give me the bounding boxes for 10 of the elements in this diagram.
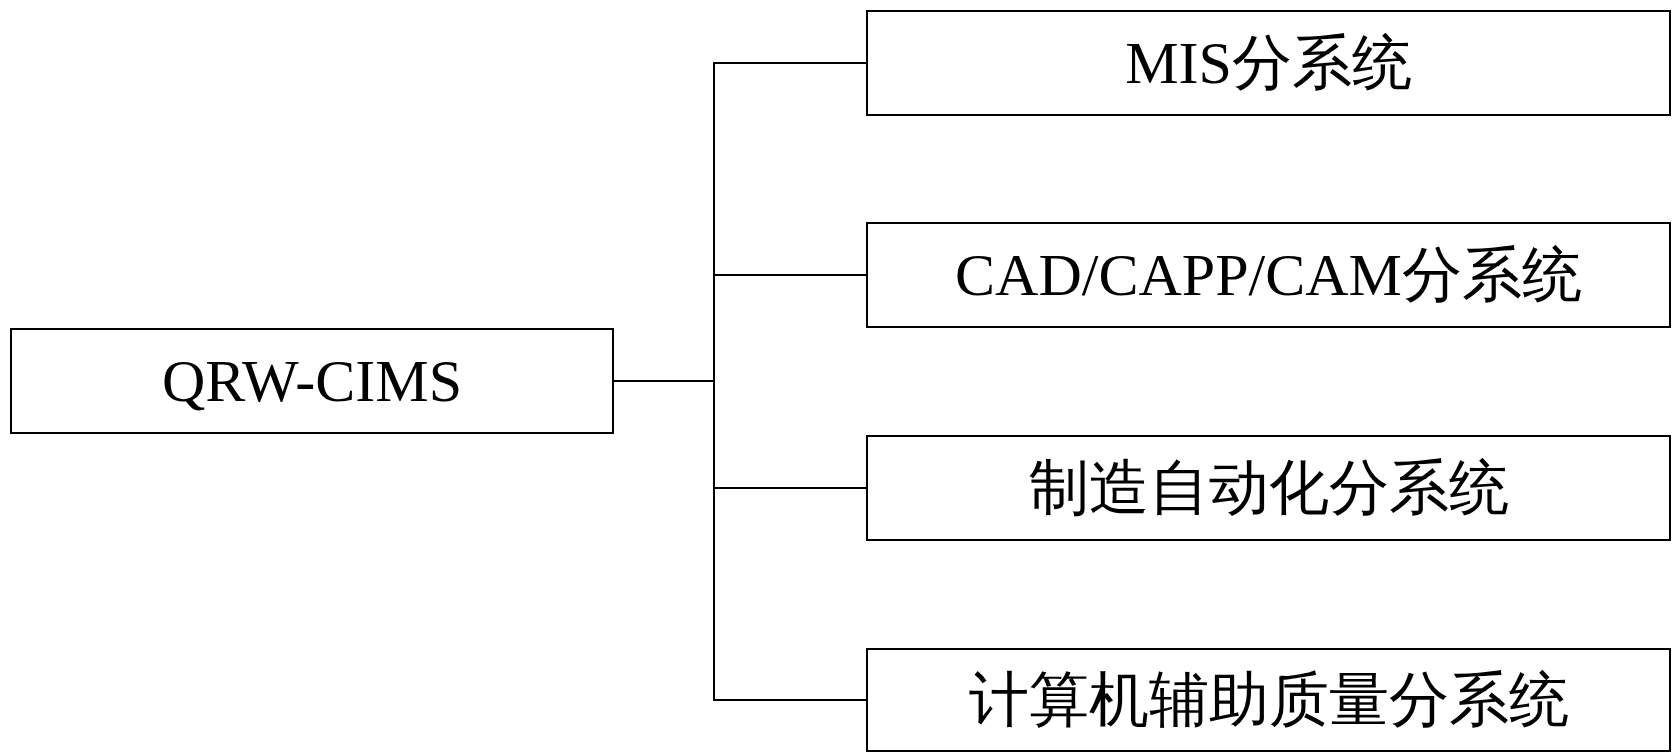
box-label: MIS分系统 [1125,33,1412,93]
subsystem-box [866,435,1671,541]
subsystem-box [866,648,1671,752]
root-box [10,328,614,434]
box-label: 计算机辅助质量分系统 [968,670,1569,730]
box-label: CAD/CAPP/CAM分系统 [955,245,1582,305]
box-label: 制造自动化分系统 [1028,458,1509,518]
subsystem-box [866,222,1671,328]
box-label: QRW-CIMS [161,351,463,411]
subsystem-box [866,10,1671,116]
